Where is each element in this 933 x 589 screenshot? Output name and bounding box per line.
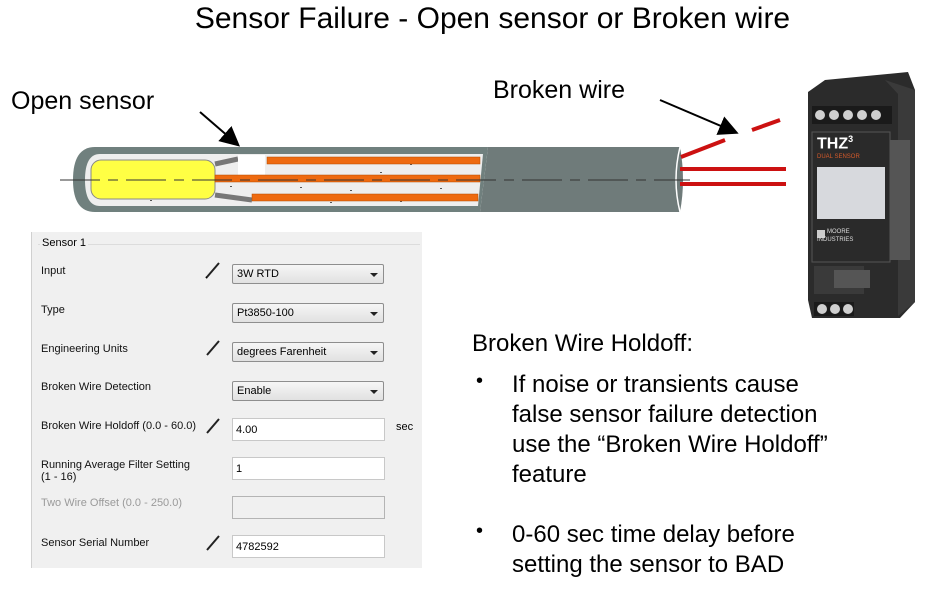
group-title: Sensor 1	[40, 237, 89, 249]
type-label: Type	[41, 304, 65, 316]
broken-wire-holdoff-label: Broken Wire Holdoff (0.0 - 60.0)	[41, 420, 197, 432]
slide-title: Sensor Failure - Open sensor or Broken w…	[194, 2, 791, 35]
broken-wire-lower	[680, 138, 726, 159]
broken-wire-arrow	[659, 99, 739, 135]
bullet-dot: •	[476, 370, 484, 392]
brand-line-2: INDUSTRIES	[817, 237, 854, 243]
brand-line-1: MOORE	[827, 229, 850, 235]
chevron-down-icon	[370, 390, 378, 394]
sensor-serial-input[interactable]: 4782592	[232, 535, 385, 558]
broken-wire-detection-select[interactable]: Enable	[232, 381, 384, 401]
sensor-serial-label: Sensor Serial Number	[41, 537, 150, 549]
chevron-down-icon	[370, 351, 378, 355]
open-sensor-label: Open sensor	[11, 87, 155, 115]
input-label: Input	[41, 265, 66, 277]
two-wire-offset-input	[232, 496, 385, 519]
input-select[interactable]: 3W RTD	[232, 264, 384, 284]
bullet-2: 0-60 sec time delay before setting the s…	[512, 521, 795, 578]
device-model: THZ3	[817, 134, 854, 153]
broken-wire-upper	[751, 118, 781, 132]
bullet-dot: •	[476, 520, 484, 542]
top-terminals	[815, 110, 881, 120]
running-average-label: Running Average Filter Setting(1 - 16)	[41, 459, 190, 483]
sensor-probe-diagram	[60, 99, 786, 213]
running-average-input[interactable]: 1	[232, 457, 385, 480]
sensor-config-panel: Sensor 1 Input 3W RTD Type Pt3850-100 En…	[31, 232, 422, 568]
open-sensor-arrow	[199, 111, 241, 147]
bottom-terminals	[817, 304, 853, 314]
thz3-transmitter: THZ3 DUAL SENSOR MOORE INDUSTRIES	[790, 70, 930, 320]
pencil-icon	[205, 262, 220, 279]
conductor-3	[251, 193, 479, 202]
conductor-1	[266, 156, 481, 165]
conductor-2	[214, 174, 481, 183]
open-gap	[238, 155, 265, 175]
broken-lead	[214, 156, 239, 167]
holdoff-unit: sec	[396, 421, 414, 433]
two-wire-offset-label: Two Wire Offset (0.0 - 250.0)	[41, 497, 183, 509]
holdoff-heading: Broken Wire Holdoff:	[472, 330, 693, 357]
label-window	[817, 167, 885, 219]
type-select[interactable]: Pt3850-100	[232, 303, 384, 323]
broken-wire-detection-label: Broken Wire Detection	[41, 381, 152, 393]
pencil-icon	[206, 340, 220, 356]
broken-wire-holdoff-input[interactable]: 4.00	[232, 418, 385, 441]
pencil-icon	[206, 535, 220, 551]
bullet-1: If noise or transients cause false senso…	[512, 371, 828, 488]
pencil-icon	[206, 418, 220, 434]
device-subtitle: DUAL SENSOR	[817, 154, 860, 160]
broken-wire-label: Broken wire	[493, 76, 625, 104]
engineering-units-label: Engineering Units	[41, 343, 128, 355]
chevron-down-icon	[370, 273, 378, 277]
cable	[480, 147, 683, 212]
engineering-units-select[interactable]: degrees Farenheit	[232, 342, 384, 362]
chevron-down-icon	[370, 312, 378, 316]
